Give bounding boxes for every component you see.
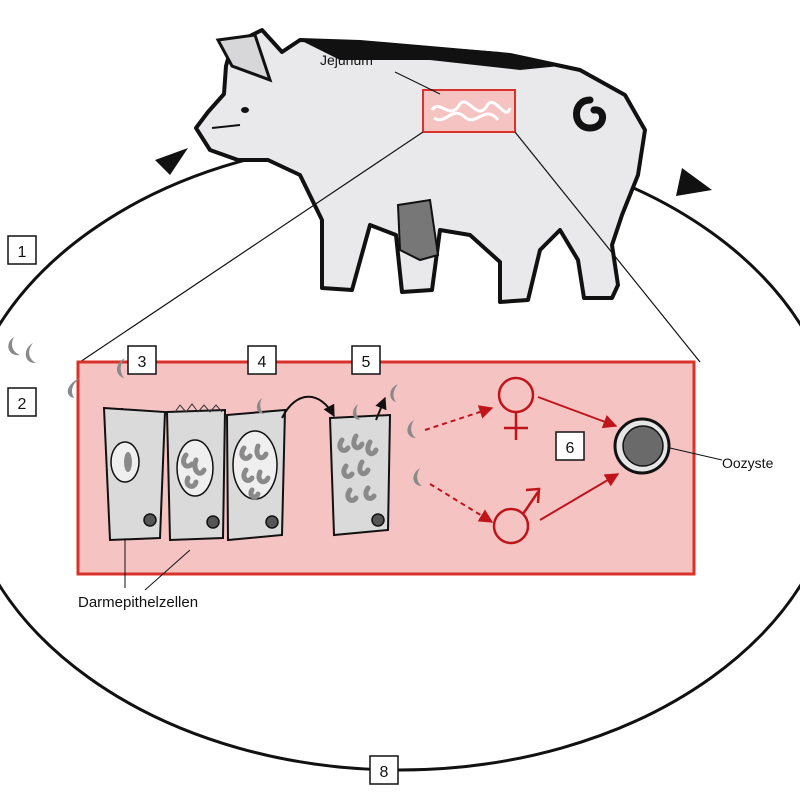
svg-text:4: 4 [258,354,267,371]
pig-illustration [194,28,647,304]
svg-text:2: 2 [18,396,27,413]
female-symbol-icon [497,376,535,440]
arrow-female-to-oocyst [537,396,618,429]
pig-udder [396,198,440,262]
svg-text:5: 5 [362,354,371,371]
jejunum-highlight [422,89,516,133]
arrow-male-to-oocyst [539,473,620,521]
male-symbol-icon [492,487,541,545]
oocyst-icon [613,417,671,475]
merozoites-free [407,420,422,486]
step-box-3: 3 [127,345,157,375]
arrow-to-female [424,405,494,431]
step-box-1: 1 [7,235,37,265]
step-box-6: 6 [555,431,585,461]
svg-text:6: 6 [566,440,575,457]
merozoite-invasion-arrow [281,395,335,419]
pig-eye [241,107,249,113]
epithelial-cell-4 [328,413,392,537]
step-box-4: 4 [247,345,277,375]
arrow-to-male [429,483,494,523]
epithelial-cells [102,403,392,542]
sporozoite-group-outside [8,337,125,398]
epithelial-cells-label: Darmepithelzellen [78,594,198,611]
svg-text:3: 3 [138,354,147,371]
svg-text:1: 1 [18,244,27,261]
cycle-arrow-icon [155,148,188,175]
oocyst-pointer [669,447,723,461]
step-box-2: 2 [7,387,37,417]
jejunum-label: Jejunum [320,52,373,68]
zoom-line-right [514,131,701,363]
step-box-8: 8 [369,755,399,785]
step-box-5: 5 [351,345,381,375]
pig-back-shadow [300,40,560,70]
cycle-arrow-icon [676,168,712,196]
svg-text:8: 8 [380,764,389,781]
jejunum-pointer [394,71,441,95]
zoom-line-left [79,131,424,363]
oocyst-label: Oozyste [722,455,774,471]
pig-ear [215,33,273,83]
pig-tail-icon [573,96,606,132]
